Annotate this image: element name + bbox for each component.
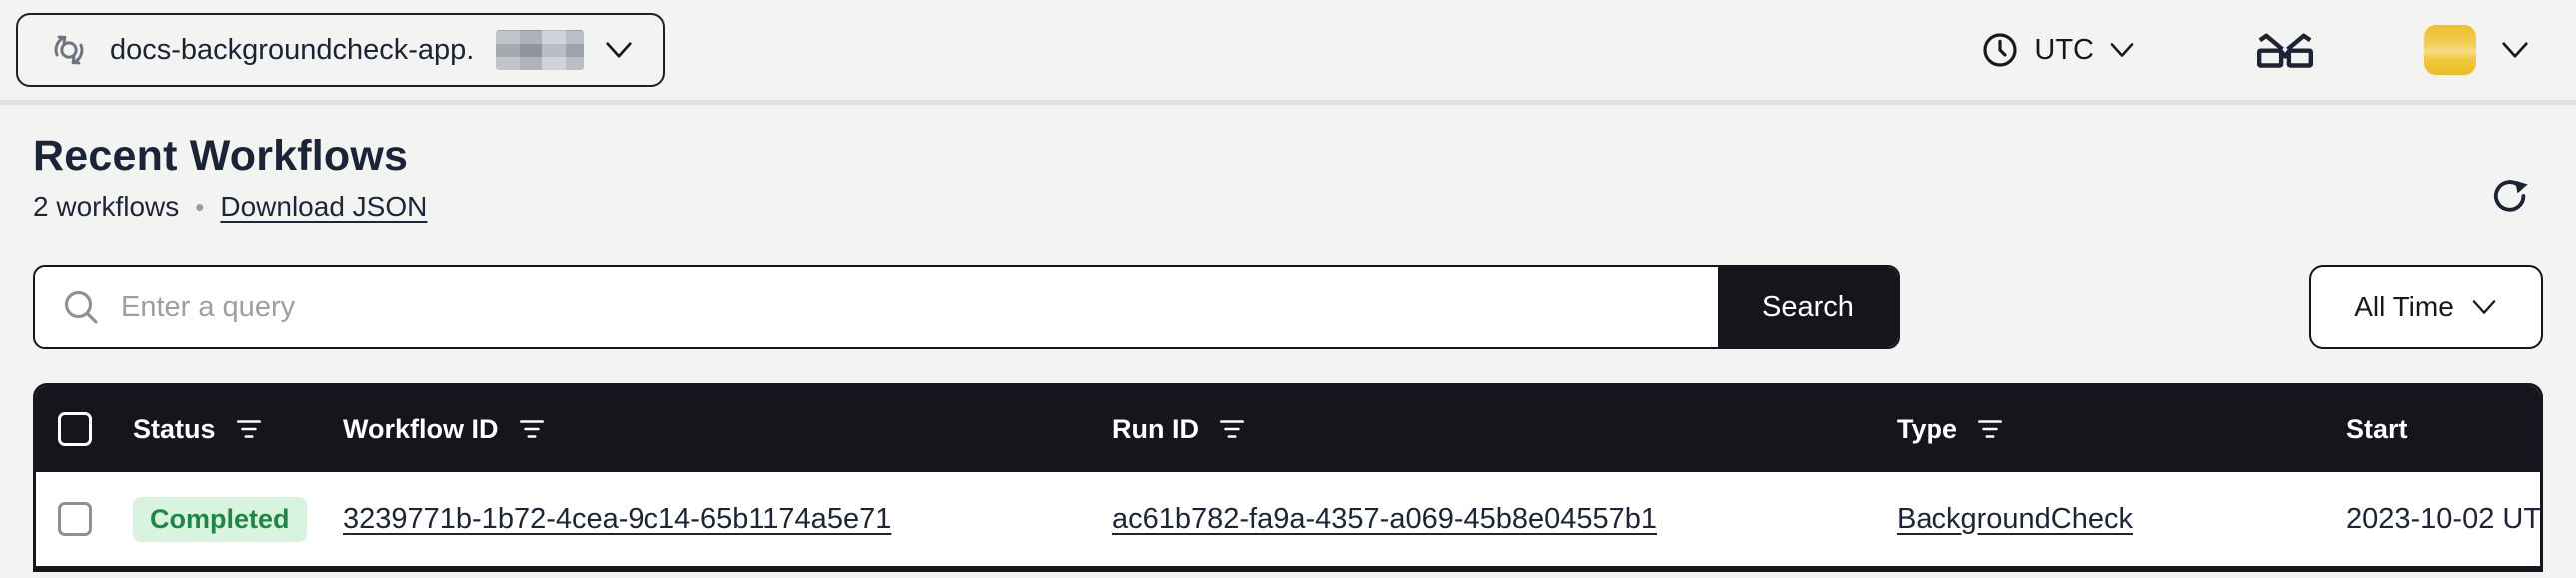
column-header-run-id[interactable]: Run ID: [1112, 414, 1897, 445]
topbar-right-group: UTC: [1980, 25, 2530, 75]
account-menu[interactable]: [2424, 25, 2530, 75]
status-badge: Completed: [133, 496, 307, 542]
time-range-label: All Time: [2354, 291, 2454, 322]
download-json-link[interactable]: Download JSON: [220, 191, 428, 222]
column-header-start[interactable]: Start: [2346, 413, 2408, 444]
chevron-down-icon: [2470, 298, 2498, 316]
workflow-type-link[interactable]: BackgroundCheck: [1897, 502, 2133, 535]
table-header-row: Status Workflow ID Run ID: [36, 386, 2540, 472]
topbar-divider: [0, 100, 2576, 105]
time-range-select[interactable]: All Time: [2309, 265, 2543, 349]
avatar: [2424, 25, 2476, 75]
select-all-checkbox[interactable]: [58, 412, 92, 446]
namespace-sync-icon: [48, 29, 90, 71]
query-input[interactable]: [101, 267, 1718, 347]
glasses-icon: [2254, 29, 2316, 71]
table-row[interactable]: Completed 3239771b-1b72-4cea-9c14-65b117…: [36, 472, 2540, 566]
timezone-label: UTC: [2034, 33, 2094, 66]
column-header-type[interactable]: Type: [1897, 414, 2346, 445]
top-bar: docs-backgroundcheck-app. UTC: [0, 0, 2576, 100]
clock-icon: [1980, 30, 2020, 70]
workflow-count: 2 workflows: [33, 191, 180, 222]
refresh-button[interactable]: [2487, 173, 2533, 219]
start-time: 2023-10-02 UTC: [2346, 502, 2540, 535]
column-header-status[interactable]: Status: [133, 414, 343, 445]
chevron-down-icon: [2108, 41, 2136, 59]
workflow-id-link[interactable]: 3239771b-1b72-4cea-9c14-65b1174a5e71: [343, 502, 892, 535]
filter-icon[interactable]: [1217, 415, 1247, 443]
search-button[interactable]: Search: [1718, 267, 1898, 347]
search-icon: [35, 267, 101, 347]
filter-icon[interactable]: [517, 415, 547, 443]
chevron-down-icon: [604, 40, 634, 60]
refresh-icon: [2487, 173, 2533, 219]
filter-icon[interactable]: [234, 415, 264, 443]
bullet-separator: •: [195, 191, 205, 222]
chevron-down-icon: [2500, 40, 2530, 60]
page-title: Recent Workflows: [33, 132, 409, 180]
namespace-label: docs-backgroundcheck-app.: [110, 33, 475, 66]
filter-icon[interactable]: [1975, 415, 2005, 443]
heading-block: Recent Workflows 2 workflows • Download …: [33, 131, 427, 223]
redacted-namespace-suffix: [496, 30, 584, 70]
namespace-select[interactable]: docs-backgroundcheck-app.: [16, 13, 665, 87]
query-search-box: Search: [33, 265, 1900, 349]
column-header-workflow-id[interactable]: Workflow ID: [343, 414, 1112, 445]
row-checkbox[interactable]: [58, 502, 92, 536]
run-id-link[interactable]: ac61b782-fa9a-4357-a069-45b8e04557b1: [1112, 502, 1658, 535]
timezone-select[interactable]: UTC: [1980, 30, 2136, 70]
main-content: Recent Workflows 2 workflows • Download …: [0, 131, 2576, 572]
workflows-table: Status Workflow ID Run ID: [33, 383, 2543, 572]
labs-glasses-button[interactable]: [2254, 29, 2316, 71]
